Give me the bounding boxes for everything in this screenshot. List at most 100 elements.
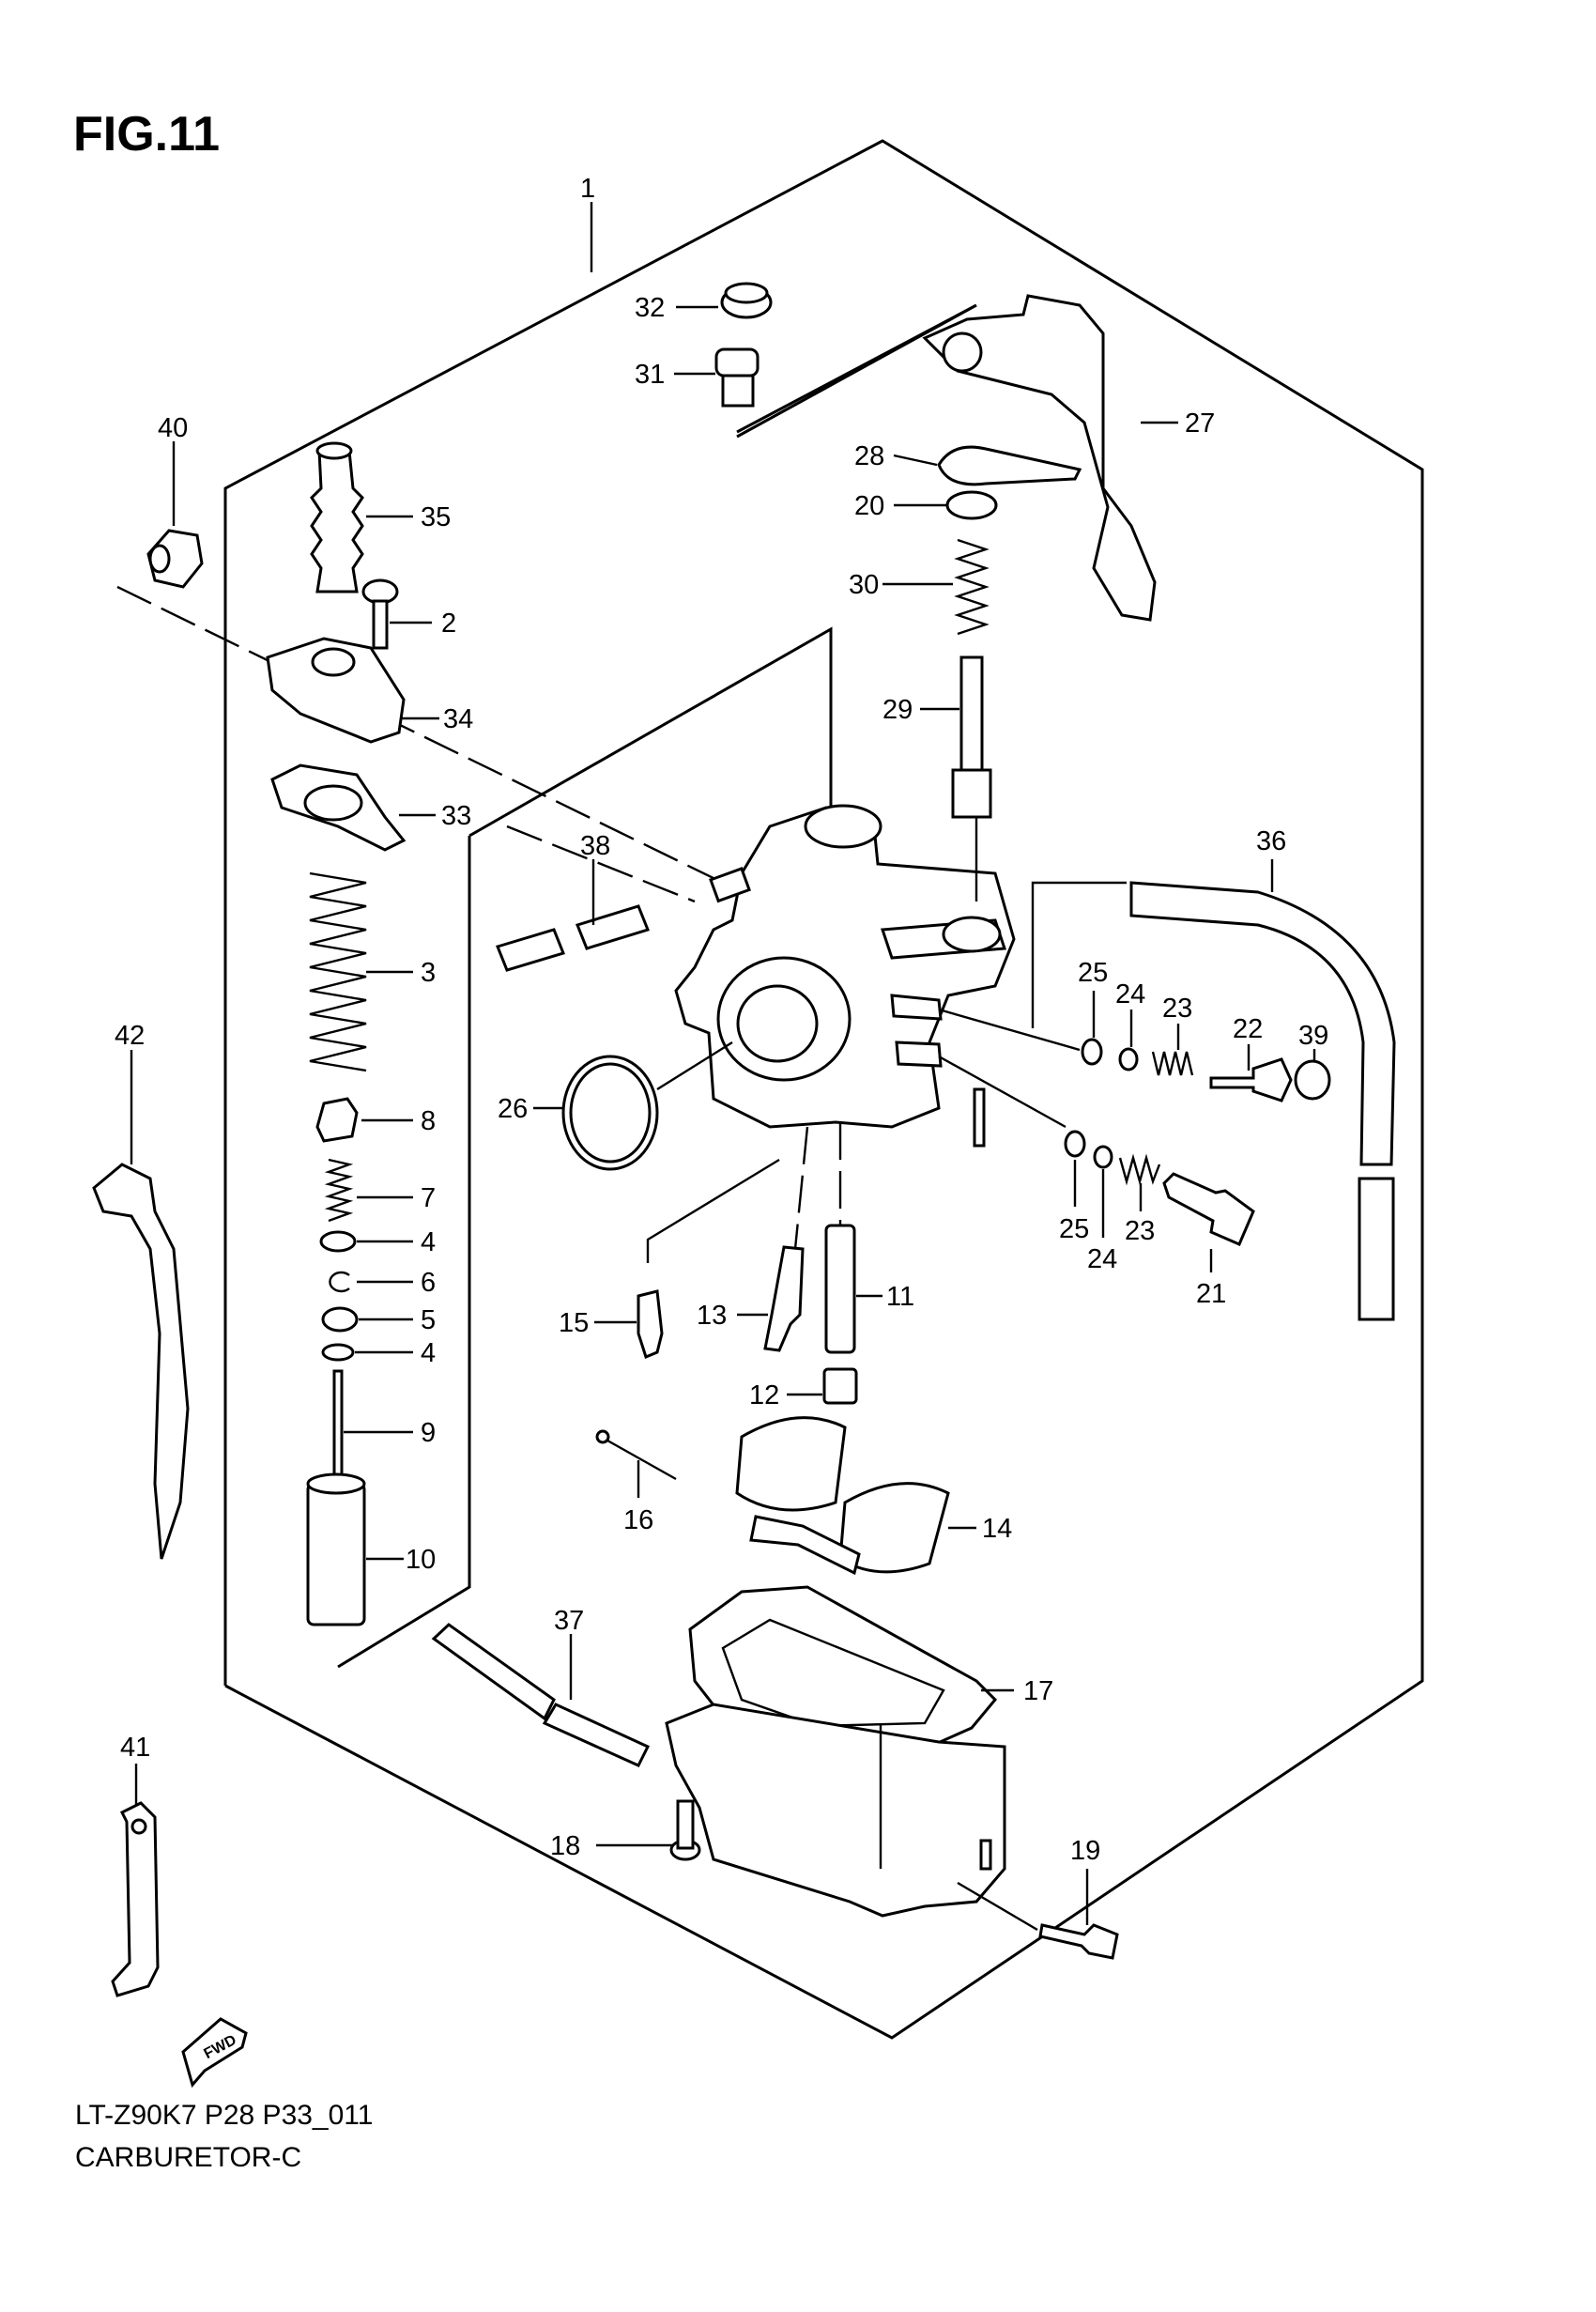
part-14-float-left [735, 1416, 847, 1512]
part-14-float-arm [749, 1515, 861, 1576]
callout-4-lower: 4 [421, 1338, 436, 1368]
part-30-spring [954, 538, 990, 636]
callout-22: 22 [1233, 1014, 1263, 1044]
part-11-needle-jet [824, 1224, 856, 1354]
part-23-spring-lower [1118, 1153, 1161, 1186]
part-34-top-cover [266, 637, 406, 744]
part-27-choke-lever [922, 294, 1157, 622]
part-16-pin-head [595, 1429, 610, 1444]
callout-23-lower: 23 [1125, 1216, 1155, 1246]
callout-12: 12 [749, 1380, 779, 1410]
part-12-main-jet [822, 1367, 858, 1405]
part-21-idle-screw [1162, 1172, 1255, 1246]
callout-2: 2 [441, 609, 456, 639]
part-33-gasket-hole [303, 784, 363, 822]
part-36-fuel-hose-upper [1129, 881, 1396, 1166]
callout-38: 38 [580, 831, 610, 861]
callout-1: 1 [580, 174, 595, 204]
assembly-outline-dashed [116, 585, 827, 959]
inner-bracket-left [337, 836, 471, 1669]
part-35-boot-top [315, 441, 353, 460]
carb-vent-nozzle [709, 866, 752, 903]
part-36-fuel-hose-lower [1358, 1177, 1395, 1321]
callout-40: 40 [158, 413, 188, 443]
callout-9: 9 [421, 1418, 436, 1448]
callout-28: 28 [854, 441, 884, 471]
part-26-oring-inner [569, 1062, 652, 1164]
figure-title: FIG.11 [73, 107, 220, 162]
air-screw-axis [938, 1008, 1081, 1052]
carb-choke-opening [942, 916, 1002, 953]
callout-34: 34 [443, 704, 473, 734]
part-20-oring [945, 490, 998, 520]
part-5-washer [321, 1306, 359, 1333]
top-bracket [736, 303, 977, 439]
part-27-pivot [942, 331, 983, 373]
callout-25-lower: 25 [1059, 1214, 1089, 1244]
part-6-eclip [329, 1271, 350, 1293]
part-22-air-screw [1209, 1057, 1293, 1102]
part-19-drain-screw [1038, 1923, 1119, 1960]
callout-13: 13 [697, 1301, 727, 1331]
part-16-float-pin [600, 1435, 677, 1481]
part-35-boot [310, 449, 364, 593]
part-17-gasket-inner [721, 1618, 945, 1728]
float-valve-bracket [646, 1158, 780, 1263]
callout-20: 20 [854, 491, 884, 521]
part-18-screw-shank [676, 1799, 695, 1850]
part-31-thread [721, 374, 755, 408]
jet-dashed-line-a [791, 1126, 809, 1269]
part-25-oring-upper [1081, 1038, 1103, 1066]
part-38-dashed-leader [506, 825, 696, 903]
part-41-strap-hole [130, 1818, 147, 1835]
part-34-cover-boss [311, 647, 356, 677]
part-38-tube-right [575, 904, 650, 950]
part-39-cap [1294, 1059, 1331, 1101]
part-10-valve-top [306, 1472, 366, 1495]
part-3-spring [309, 871, 367, 1072]
callout-15: 15 [559, 1308, 589, 1338]
part-28-plate [937, 445, 1082, 486]
callout-19: 19 [1070, 1836, 1100, 1866]
callout-8: 8 [421, 1106, 436, 1136]
drain-screw-axis [957, 1881, 1038, 1932]
callout-33: 33 [441, 801, 471, 831]
callout-24-upper: 24 [1115, 979, 1145, 1010]
callout-36: 36 [1256, 826, 1286, 856]
part-37-hose-upper [431, 1623, 556, 1721]
part-37-hose-lower [542, 1703, 651, 1767]
callout-31: 31 [635, 360, 665, 390]
part-8-clip [315, 1097, 359, 1143]
part-23-spring-upper [1151, 1051, 1194, 1076]
callout-41: 41 [120, 1733, 150, 1763]
callout-30: 30 [849, 570, 879, 600]
part-32-cap-top [724, 282, 769, 304]
float-bowl-drain [979, 1839, 992, 1871]
model-code: LT-Z90K7 P28 P33_011 [75, 2100, 373, 2131]
callout-42: 42 [115, 1021, 145, 1051]
part-41-strap [111, 1801, 160, 1997]
callout-21: 21 [1196, 1279, 1226, 1309]
part-4-washer-lower [321, 1343, 355, 1362]
oring-to-body-line [656, 1040, 733, 1091]
assembly-outline [223, 139, 1424, 2040]
fwd-arrow-icon: FWD [181, 2017, 248, 2089]
part-2-screw-shank [372, 599, 389, 650]
part-15-float-valve [637, 1289, 664, 1360]
carb-idle-screw-boss [895, 1040, 943, 1068]
callout-5: 5 [421, 1305, 436, 1335]
callout-27: 27 [1185, 408, 1215, 439]
callout-35: 35 [421, 502, 451, 532]
hose-bracket-line [1031, 881, 1127, 1028]
part-29-plunger-rod [959, 655, 984, 772]
part-13-pilot-jet [763, 1245, 805, 1352]
callout-4-upper: 4 [421, 1227, 436, 1257]
carb-main-bore-inner [736, 984, 819, 1063]
part-14-float-right [838, 1482, 950, 1574]
callout-3: 3 [421, 958, 436, 988]
figure-caption: CARBURETOR-C [75, 2142, 301, 2173]
callout-6: 6 [421, 1268, 436, 1298]
callout-14: 14 [982, 1514, 1012, 1544]
callout-17: 17 [1023, 1676, 1053, 1706]
part-42-cable-tie [92, 1163, 190, 1560]
